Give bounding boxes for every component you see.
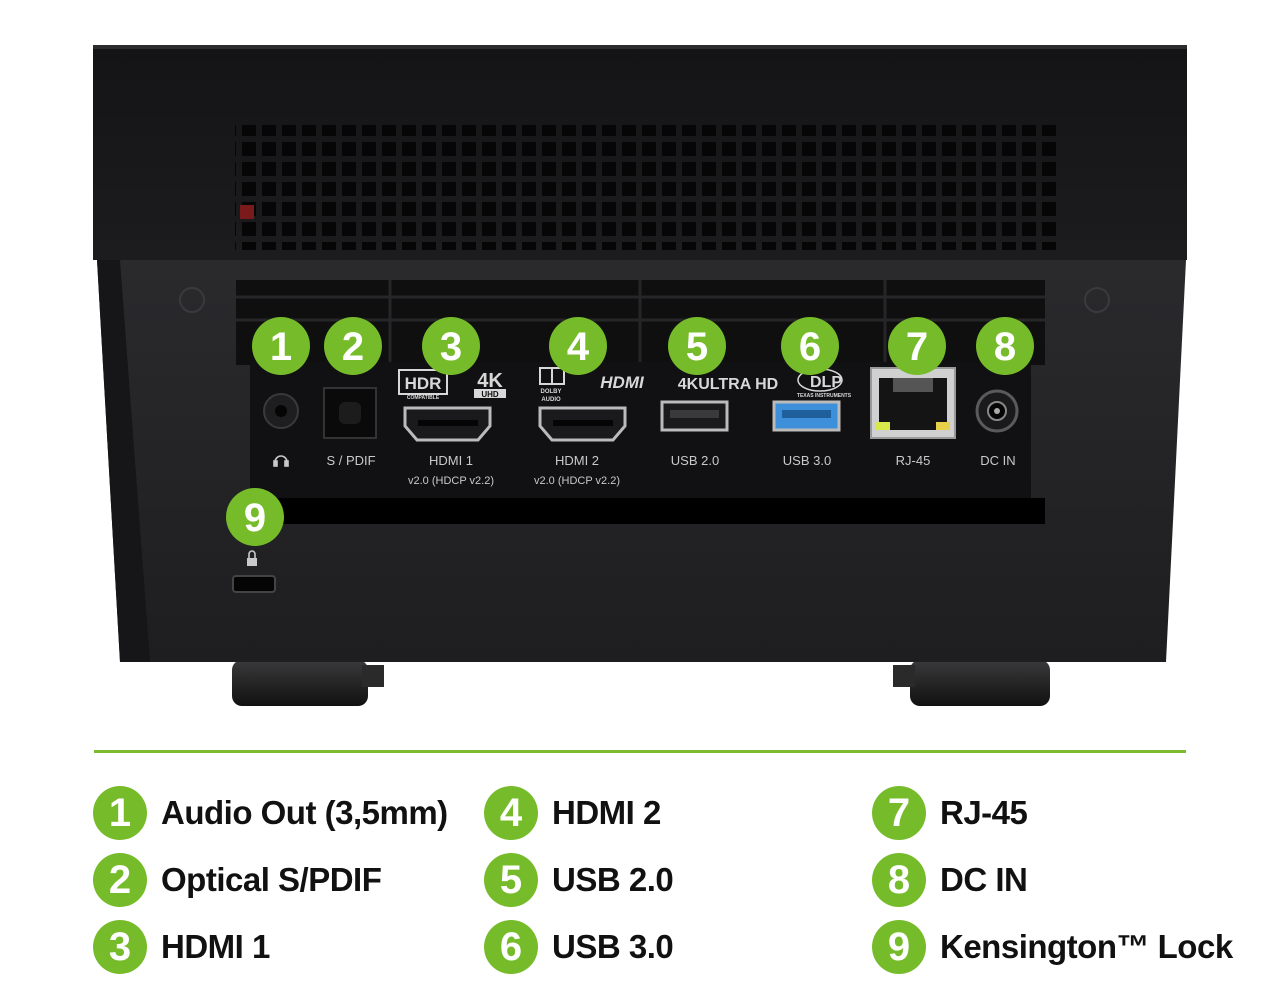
badge-8 [976, 317, 1034, 375]
legend-badge: 7 [872, 786, 926, 840]
legend-badge: 8 [872, 853, 926, 907]
svg-text:5: 5 [686, 325, 708, 369]
port-label: USB 3.0 [783, 453, 831, 468]
legend-badge: 2 [93, 853, 147, 907]
certification-logos: HDR COMPATIBLE 4K UHD DOLBY AUDIO HDMI 4… [398, 367, 852, 403]
lock-icon [247, 550, 257, 566]
legend-label: RJ-45 [940, 794, 1028, 831]
port-legend: 1 Audio Out (3,5mm) 2 Optical S/PDIF 3 H… [0, 780, 1280, 990]
ports: S / PDIF HDMI 1 v2.0 (HDCP v2.2) HDMI 2 … [232, 367, 1019, 593]
hdr-logo-sub: COMPATIBLE [407, 395, 440, 401]
port-label: DC IN [980, 453, 1015, 468]
device-diagram: HDR COMPATIBLE 4K UHD DOLBY AUDIO HDMI 4… [93, 45, 1187, 706]
svg-text:1: 1 [270, 325, 292, 369]
port-label: HDMI 2 [555, 453, 599, 468]
legend-label: Audio Out (3,5mm) [161, 794, 448, 831]
hdr-logo: HDR [405, 374, 442, 393]
hdmi-logo: HDMI [600, 373, 645, 392]
legend-item-2: 2 Optical S/PDIF [93, 852, 382, 908]
legend-label: DC IN [940, 861, 1028, 898]
svg-text:9: 9 [244, 496, 266, 540]
legend-label: Kensington™ Lock [940, 928, 1233, 965]
dlp-logo-sub: TEXAS INSTRUMENTS [797, 393, 852, 399]
legend-divider [94, 750, 1186, 753]
badge-7 [888, 317, 946, 375]
port-sublabel: v2.0 (HDCP v2.2) [534, 475, 620, 487]
legend-item-7: 7 RJ-45 [872, 785, 1028, 841]
badge-9 [226, 488, 284, 546]
legend-label: HDMI 1 [161, 928, 270, 965]
legend-item-9: 9 Kensington™ Lock [872, 919, 1233, 975]
legend-item-8: 8 DC IN [872, 852, 1028, 908]
legend-item-6: 6 USB 3.0 [484, 919, 674, 975]
panel-slot [236, 498, 1045, 524]
badge-3 [422, 317, 480, 375]
svg-text:7: 7 [906, 325, 928, 369]
headphone-icon [273, 455, 289, 467]
legend-label: USB 3.0 [552, 928, 674, 965]
legend-item-3: 3 HDMI 1 [93, 919, 270, 975]
legend-badge: 3 [93, 920, 147, 974]
dolby-logo-sub: AUDIO [541, 397, 561, 403]
device-feet [232, 660, 1050, 706]
legend-label: HDMI 2 [552, 794, 661, 831]
port-label: S / PDIF [326, 453, 375, 468]
dolby-logo: DOLBY [541, 389, 562, 395]
badge-2 [324, 317, 382, 375]
svg-text:3: 3 [440, 325, 462, 369]
4k-logo-sub: UHD [481, 390, 499, 399]
legend-item-5: 5 USB 2.0 [484, 852, 674, 908]
legend-label: Optical S/PDIF [161, 861, 382, 898]
svg-text:2: 2 [342, 325, 364, 369]
badge-5 [668, 317, 726, 375]
badge-1 [252, 317, 310, 375]
legend-item-4: 4 HDMI 2 [484, 785, 661, 841]
svg-text:6: 6 [799, 325, 821, 369]
svg-text:4: 4 [567, 325, 590, 369]
ultrahd-logo: 4KULTRA HD [678, 376, 778, 393]
badge-6 [781, 317, 839, 375]
legend-badge: 6 [484, 920, 538, 974]
legend-item-1: 1 Audio Out (3,5mm) [93, 785, 448, 841]
port-number-badges: 1 2 3 4 5 6 7 8 9 [226, 317, 1034, 546]
4k-logo: 4K [477, 370, 503, 392]
legend-badge: 4 [484, 786, 538, 840]
port-label: RJ-45 [896, 453, 931, 468]
dlp-logo: DLP [810, 374, 842, 391]
kensington-slot[interactable] [232, 575, 276, 593]
legend-badge: 1 [93, 786, 147, 840]
badge-4 [549, 317, 607, 375]
legend-badge: 9 [872, 920, 926, 974]
port-label: USB 2.0 [671, 453, 719, 468]
legend-label: USB 2.0 [552, 861, 674, 898]
device-top [93, 45, 1187, 260]
legend-badge: 5 [484, 853, 538, 907]
svg-text:8: 8 [994, 325, 1016, 369]
port-sublabel: v2.0 (HDCP v2.2) [408, 475, 494, 487]
port-label: HDMI 1 [429, 453, 473, 468]
